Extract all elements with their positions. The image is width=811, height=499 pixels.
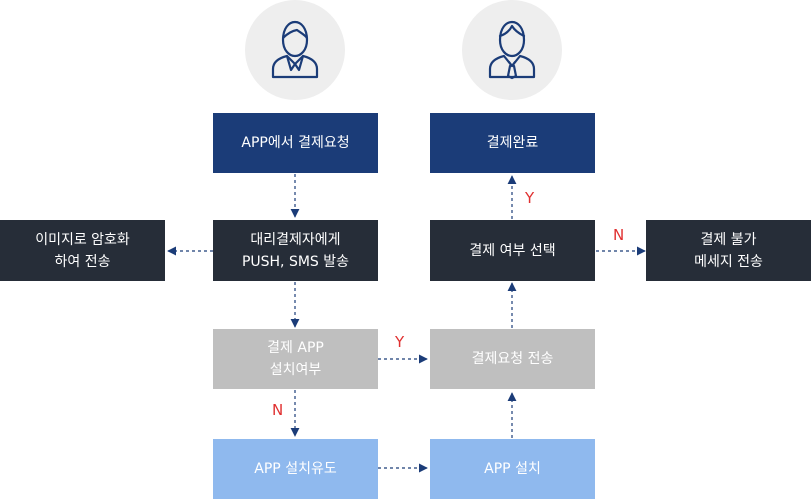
box-app-payment-request: APP에서 결제요청 [213, 113, 378, 173]
box-text-line: APP에서 결제요청 [241, 135, 350, 151]
box-app-install-guide: APP 설치유도 [213, 439, 378, 499]
user-businessman-avatar [462, 0, 562, 100]
label-no-installed: N [272, 401, 284, 419]
label-no-choice: N [613, 226, 625, 244]
box-agent-push-sms: 대리결제자에게 PUSH, SMS 발송 [213, 220, 378, 281]
box-image-encrypt: 이미지로 암호화 하여 전송 [0, 220, 165, 281]
box-app-installed-check: 결제 APP 설치여부 [213, 329, 378, 389]
box-text-line: 하여 전송 [54, 253, 111, 270]
box-app-install: APP 설치 [430, 439, 595, 499]
box-text-line: 이미지로 암호화 [35, 231, 130, 248]
box-text-line: 메세지 전송 [694, 253, 763, 270]
box-payment-choice: 결제 여부 선택 [430, 220, 595, 281]
box-text-line: APP 설치유도 [254, 461, 337, 477]
box-text-line: 결제 여부 선택 [469, 242, 556, 259]
box-text-line: PUSH, SMS 발송 [241, 253, 350, 270]
box-text-line: 설치여부 [269, 362, 322, 378]
box-payment-complete: 결제완료 [430, 113, 595, 173]
box-payment-unavailable: 결제 불가 메세지 전송 [646, 220, 811, 281]
user-businessman-icon [488, 20, 536, 80]
label-yes-choice: Y [525, 189, 535, 207]
box-text-line: 결제완료 [486, 135, 539, 151]
box-text-line: 결제 APP [267, 340, 324, 356]
user-casual-avatar [245, 0, 345, 100]
box-text-line: APP 설치 [484, 461, 541, 477]
user-casual-icon [271, 20, 319, 79]
box-text-line: 대리결제자에게 [250, 231, 341, 248]
box-text-line: 결제요청 전송 [471, 351, 554, 367]
box-payment-request-send: 결제요청 전송 [430, 329, 595, 389]
label-yes-installed: Y [395, 333, 405, 351]
box-text-line: 결제 불가 [700, 231, 757, 248]
